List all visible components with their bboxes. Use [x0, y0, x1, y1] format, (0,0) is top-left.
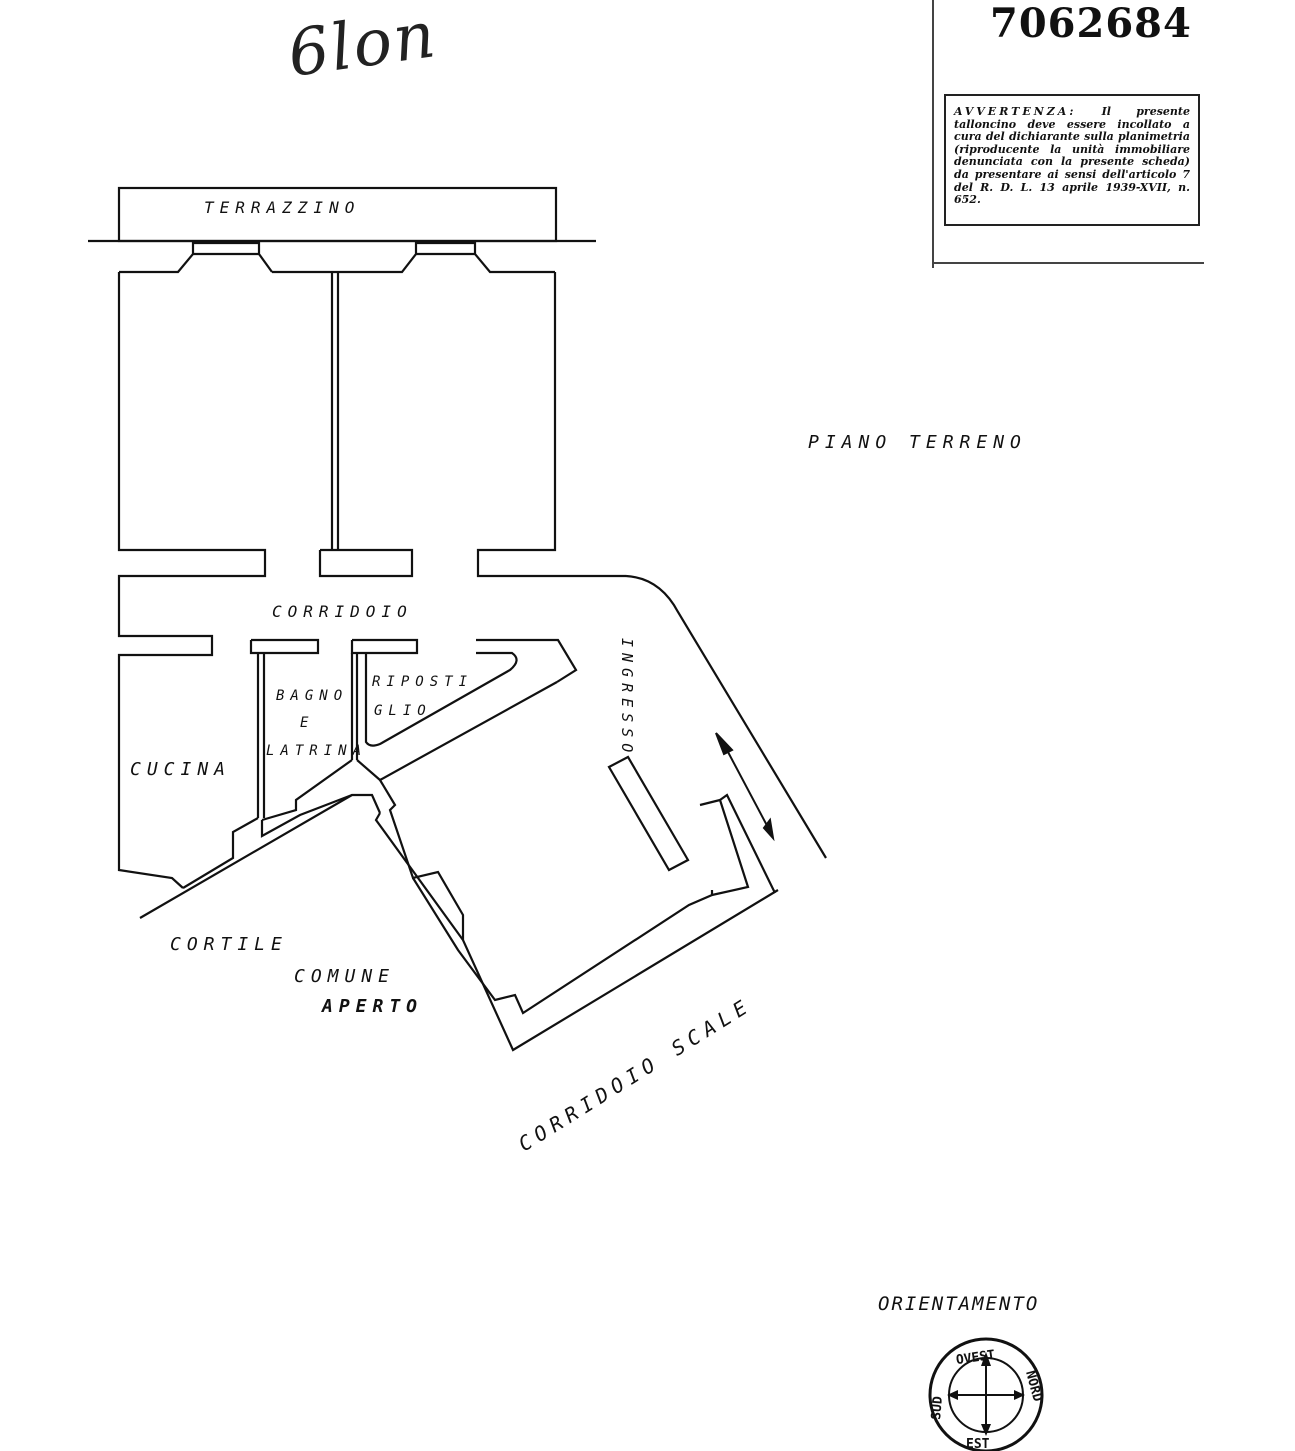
ripostiglio-label-2: GLIO [374, 703, 432, 719]
compass-ring-top: OVEST [955, 1348, 996, 1368]
bagno-label-2: E [300, 715, 314, 731]
warning-title: AVVERTENZA: [954, 105, 1077, 118]
bagno-bottom-wall [261, 759, 353, 822]
right-room-window [272, 241, 555, 274]
corridoio-scale-label: CORRIDOIO SCALE [514, 992, 756, 1156]
cortile-label-2: COMUNE [294, 966, 395, 987]
compass-rose: OVEST NORD EST SUD [928, 1337, 1045, 1451]
corridoio-label: CORRIDOIO [272, 602, 413, 621]
left-outer-wall [117, 272, 267, 889]
right-room-wall [476, 272, 626, 578]
compass-ring-bottom: EST [966, 1437, 990, 1451]
orientamento-label: ORIENTAMENTO [878, 1293, 1039, 1315]
bagno-label-3: LATRINA [266, 743, 367, 759]
cortile-label-1: CORTILE [170, 934, 288, 955]
entrance-arrow [715, 732, 775, 842]
corridor-right-wall [476, 638, 578, 683]
terrazzino-label: TERRAZZINO [204, 198, 360, 217]
ripostiglio-label-1: RIPOSTI [372, 674, 473, 690]
ripostiglio-wall [364, 651, 518, 747]
ingresso-label: INGRESSO [618, 638, 636, 758]
piano-terreno-label: PIANO TERRENO [808, 432, 1027, 453]
cucina-label: CUCINA [130, 759, 231, 780]
document-number: 7062684 [990, 0, 1192, 47]
compass-ring-left: SUD [929, 1395, 946, 1420]
compass-north-arrow [981, 1352, 991, 1366]
stair-flight [607, 755, 690, 872]
compass-ring-right: NORD [1022, 1369, 1045, 1403]
warning-box: AVVERTENZA: Il presente talloncino deve … [944, 94, 1200, 226]
left-room-window [119, 241, 273, 274]
warning-text: Il presente talloncino deve essere incol… [954, 105, 1190, 207]
bagno-label-1: BAGNO [276, 688, 348, 704]
ingresso-curve-wall [625, 574, 827, 859]
slip-frame-bottom [932, 262, 1204, 264]
slip-frame-left [932, 0, 934, 268]
cortile-label-3: APERTO [321, 996, 423, 1017]
walls [88, 186, 827, 1052]
